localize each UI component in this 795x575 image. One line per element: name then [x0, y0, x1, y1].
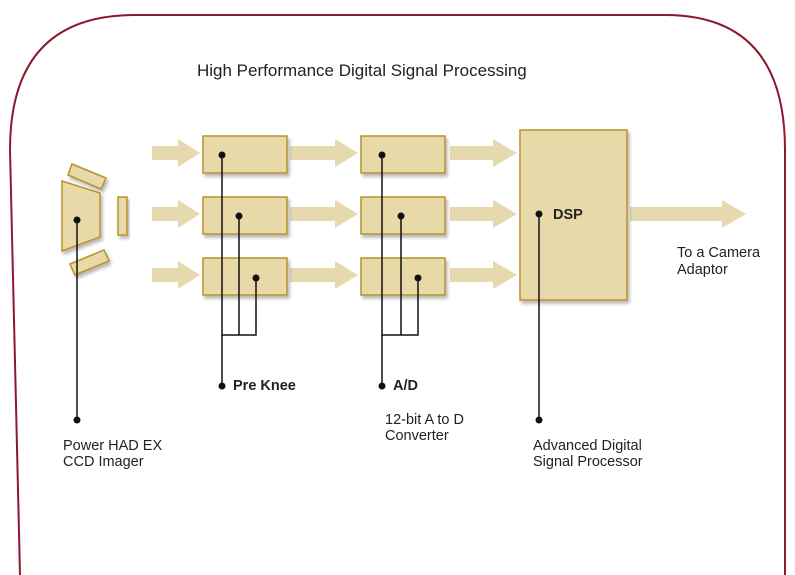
pre-knee-label: Pre Knee: [233, 378, 296, 394]
dot: [378, 151, 386, 159]
dot: [397, 212, 405, 220]
arrow: [290, 261, 358, 289]
ad-label: A/D: [393, 378, 418, 394]
pre-knee-block-2: [202, 196, 288, 235]
ad-desc-line2: Converter: [385, 428, 449, 444]
ccd-label-line1: Power HAD EX: [63, 438, 163, 454]
diagram-title: High Performance Digital Signal Processi…: [197, 61, 527, 80]
dot: [252, 274, 260, 282]
arrow: [290, 200, 358, 228]
ccd-label-line2: CCD Imager: [63, 454, 144, 470]
dot: [218, 151, 226, 159]
dot: [535, 416, 543, 424]
dot: [218, 382, 226, 390]
arrow: [450, 200, 517, 228]
ad-desc-line1: 12-bit A to D: [385, 412, 464, 428]
arrow: [450, 139, 517, 167]
connector-dots: [73, 151, 543, 424]
signal-arrows: [152, 139, 746, 289]
output-arrow: [630, 200, 746, 228]
arrow: [152, 139, 200, 167]
prism-bottom-sensor: [68, 249, 111, 276]
prism-top-sensor: [67, 163, 108, 190]
arrow: [152, 200, 200, 228]
ccd-prism: [61, 163, 128, 276]
dot: [235, 212, 243, 220]
prism-body: [61, 179, 101, 253]
arrow: [152, 261, 200, 289]
connector-lines: [76, 155, 540, 420]
dsp-desc-line1: Advanced Digital: [533, 438, 642, 454]
ad-block-1: [360, 135, 446, 174]
dot: [73, 216, 81, 224]
dot: [378, 382, 386, 390]
pre-knee-blocks: [202, 135, 288, 296]
ad-block-3: [360, 257, 446, 296]
rounded-frame: [8, 14, 786, 575]
arrow: [450, 261, 517, 289]
output-label-line1: To a Camera: [677, 245, 761, 261]
dot: [73, 416, 81, 424]
output-label-line2: Adaptor: [677, 262, 728, 278]
pre-knee-block-1: [202, 135, 288, 174]
dot: [535, 210, 543, 218]
dot: [414, 274, 422, 282]
dsp-desc-line2: Signal Processor: [533, 454, 643, 470]
ad-blocks: [360, 135, 446, 296]
dsp-label: DSP: [553, 207, 583, 223]
pre-knee-block-3: [202, 257, 288, 296]
arrow: [290, 139, 358, 167]
prism-side-sensor: [117, 196, 128, 236]
